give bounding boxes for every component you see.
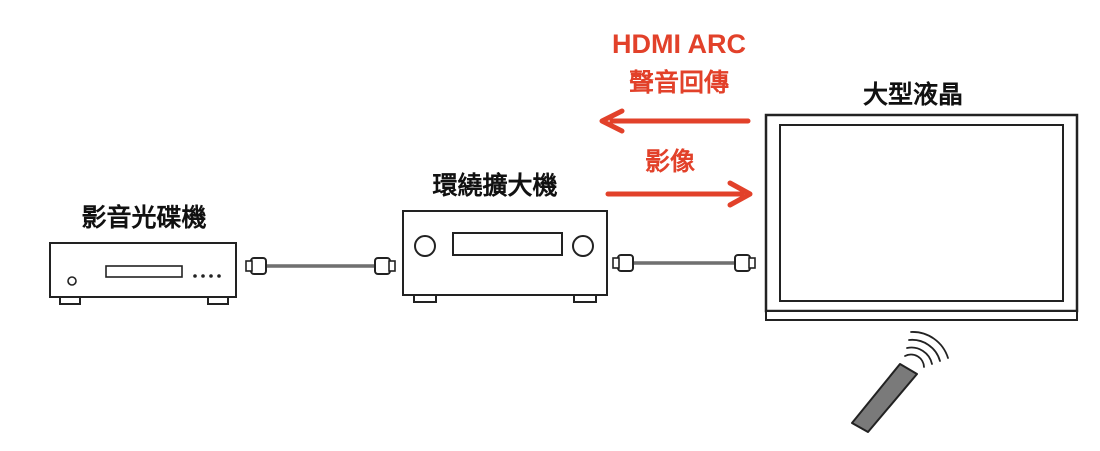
receiver-label: 環繞擴大機 bbox=[432, 171, 557, 200]
disc-player bbox=[49, 242, 237, 305]
surround-receiver bbox=[402, 210, 608, 303]
arc-audio-return-arrow bbox=[599, 108, 751, 134]
tv-screen bbox=[779, 124, 1064, 302]
receiver-display bbox=[452, 232, 563, 256]
hdmi-plug-icon bbox=[734, 254, 751, 272]
disc-player-tray bbox=[105, 265, 183, 278]
hdmi-cable-receiver-tv bbox=[612, 254, 756, 272]
arc-label-line2: 聲音回傳 bbox=[629, 68, 729, 97]
hdmi-plug-icon bbox=[250, 257, 267, 275]
video-label: 影像 bbox=[645, 147, 695, 176]
tv-base bbox=[765, 310, 1078, 321]
video-signal-arrow bbox=[605, 180, 753, 208]
receiver-knob-left-icon bbox=[414, 235, 436, 257]
hdmi-cable-player-receiver bbox=[245, 257, 396, 275]
remote-control-icon bbox=[851, 363, 918, 433]
large-lcd-tv bbox=[764, 113, 1079, 321]
disc-player-buttons-icon bbox=[193, 274, 221, 278]
receiver-knob-right-icon bbox=[572, 235, 594, 257]
arc-label-line1: HDMI ARC bbox=[612, 29, 746, 59]
wifi-arcs-icon bbox=[904, 331, 949, 368]
hdmi-plug-icon bbox=[374, 257, 391, 275]
disc-player-label: 影音光碟機 bbox=[81, 203, 206, 232]
tv-label: 大型液晶 bbox=[863, 80, 963, 109]
hdmi-plug-icon bbox=[617, 254, 634, 272]
disc-player-power-icon bbox=[67, 276, 77, 286]
